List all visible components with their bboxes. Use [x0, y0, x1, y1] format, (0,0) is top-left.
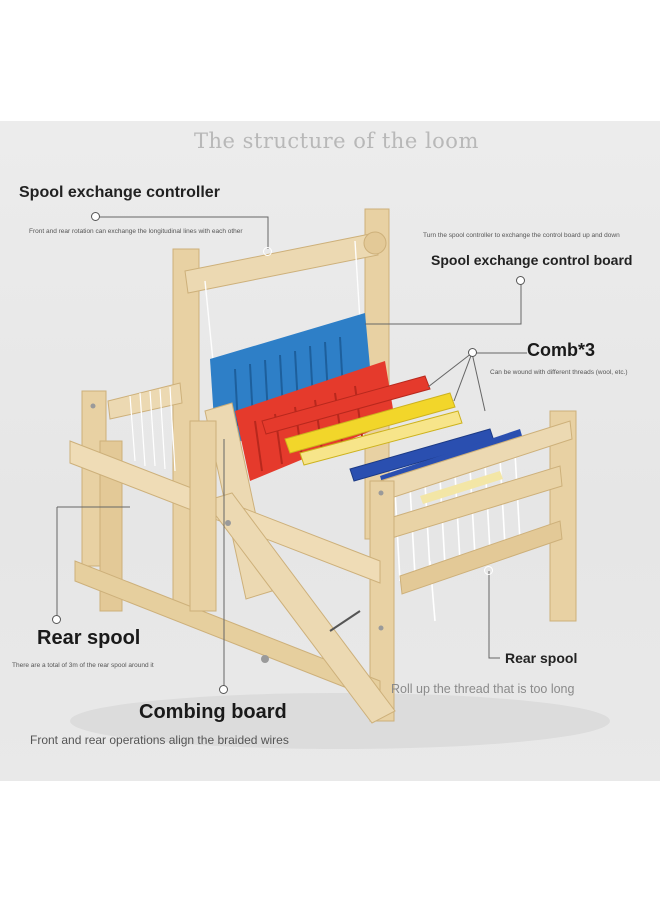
callout-pin-comb [468, 348, 477, 357]
note-rear-spool-left: There are a total of 3m of the rear spoo… [12, 662, 154, 669]
note-control-board: Turn the spool controller to exchange th… [423, 232, 620, 239]
note-comb: Can be wound with different threads (woo… [490, 369, 628, 376]
note-spool-exchange-controller: Front and rear rotation can exchange the… [29, 228, 243, 235]
page-title: The structure of the loom [194, 129, 479, 153]
label-spool-exchange-control-board: Spool exchange control board [431, 252, 633, 268]
callout-pin-top-spool [263, 247, 272, 256]
callout-pin-combing-board [219, 685, 228, 694]
callout-pin-rear-spool-left [52, 615, 61, 624]
label-rear-spool-left: Rear spool [37, 627, 141, 649]
callout-pin-spool-exchange-controller [91, 212, 100, 221]
loom-illustration [56, 208, 610, 749]
label-comb: Comb*3 [527, 340, 596, 360]
note-rear-spool-right: Roll up the thread that is too long [391, 682, 575, 696]
label-rear-spool-right: Rear spool [505, 650, 578, 666]
note-combing-board: Front and rear operations align the brai… [30, 733, 289, 747]
label-combing-board: Combing board [139, 701, 287, 723]
callout-pin-rear-spool-right [484, 566, 493, 575]
callout-pin-control-board [516, 276, 525, 285]
label-spool-exchange-controller: Spool exchange controller [19, 184, 220, 201]
product-image-panel: The structure of the loom Spool exchange… [0, 121, 660, 781]
